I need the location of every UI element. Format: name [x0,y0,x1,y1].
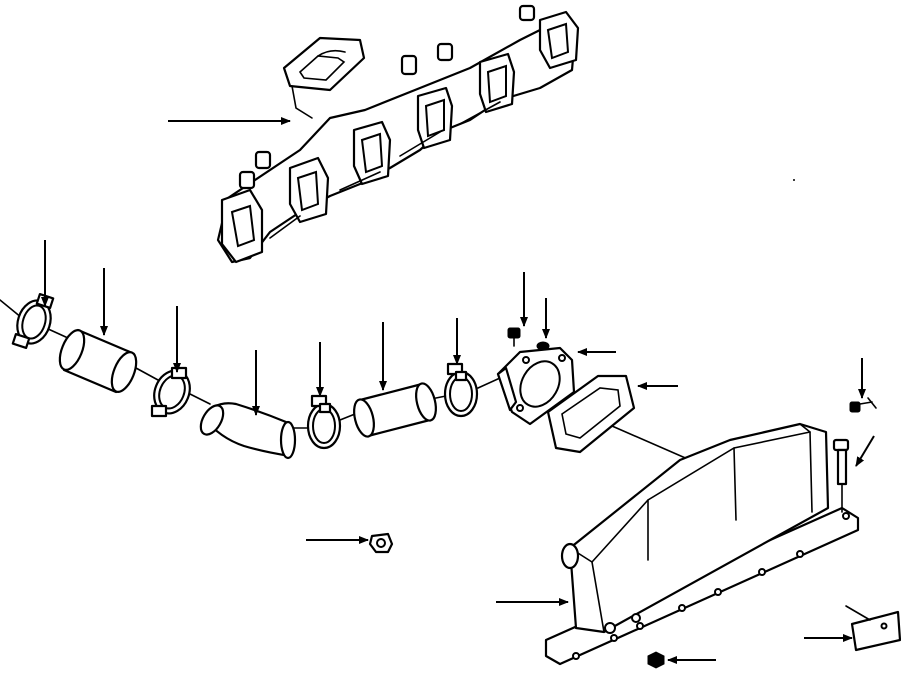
straight-hose-center [353,382,437,438]
aftercooler-housing [544,422,860,666]
bracket-plate [845,605,901,652]
hose-clamp-center [306,394,342,450]
flange-washer [536,341,550,351]
manifold-port-5 [478,52,516,114]
hose-clamp-right [443,362,479,418]
exhaust-manifold [216,4,580,264]
hose-clamp-mid-left [150,366,191,418]
manifold-port-3 [352,120,392,186]
manifold-port-1 [220,188,264,264]
housing-fitting [849,397,877,413]
flange-gasket [546,374,636,454]
base-nut [647,651,665,669]
connector-flange [496,346,576,426]
flange-bolt [507,327,521,347]
leader-arrow-housing-bolt [855,435,875,467]
assembly-centerline [0,299,23,319]
elbow-hose [199,402,297,460]
manifold-port-4 [416,86,454,150]
hose-clamp-left [11,292,55,350]
manifold-port-6 [538,10,580,70]
drain-plug [368,532,394,554]
housing-bolt [832,438,850,513]
manifold-port-2 [288,156,330,224]
straight-hose-left [58,328,138,394]
speck [793,179,795,181]
